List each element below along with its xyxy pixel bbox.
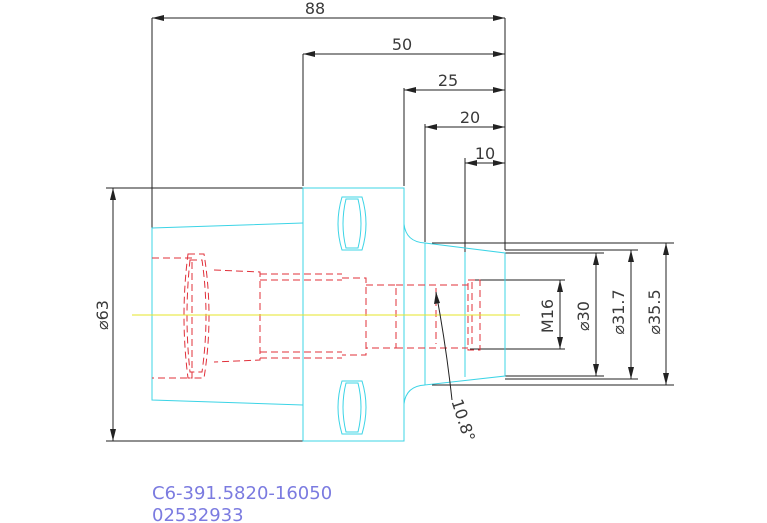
dimension-dia31-7-label: ⌀31.7 — [609, 289, 628, 334]
dimension-dia35-5: ⌀35.5 — [432, 242, 674, 386]
dimension-10: 10 — [464, 144, 505, 252]
part-code: C6-391.5820-16050 — [152, 483, 332, 504]
dimension-88-label: 88 — [305, 0, 325, 18]
dimension-10-label: 10 — [475, 144, 495, 163]
dimension-angle-label: 10.8° — [447, 397, 479, 444]
dimension-dia30-label: ⌀30 — [574, 301, 593, 331]
dimension-25: 25 — [403, 71, 505, 186]
dimension-20-label: 20 — [460, 108, 480, 127]
hidden-lines — [152, 253, 481, 379]
dimension-20: 20 — [424, 108, 505, 242]
dimension-50-label: 50 — [392, 35, 412, 54]
part-number: 02532933 — [152, 505, 244, 523]
dimension-dia35-5-label: ⌀35.5 — [645, 289, 664, 334]
dimension-25-label: 25 — [438, 71, 458, 90]
dimension-dia31-7: ⌀31.7 — [505, 249, 638, 380]
dimension-dia63-label: ⌀63 — [93, 300, 112, 330]
dimension-88: 88 — [151, 0, 506, 250]
dimension-dia30: ⌀30 — [505, 252, 604, 377]
dimension-dia63: ⌀63 — [93, 187, 303, 442]
dimension-m16-label: M16 — [538, 299, 557, 333]
dimension-50: 50 — [302, 35, 505, 186]
dimension-m16: M16 — [470, 279, 565, 350]
